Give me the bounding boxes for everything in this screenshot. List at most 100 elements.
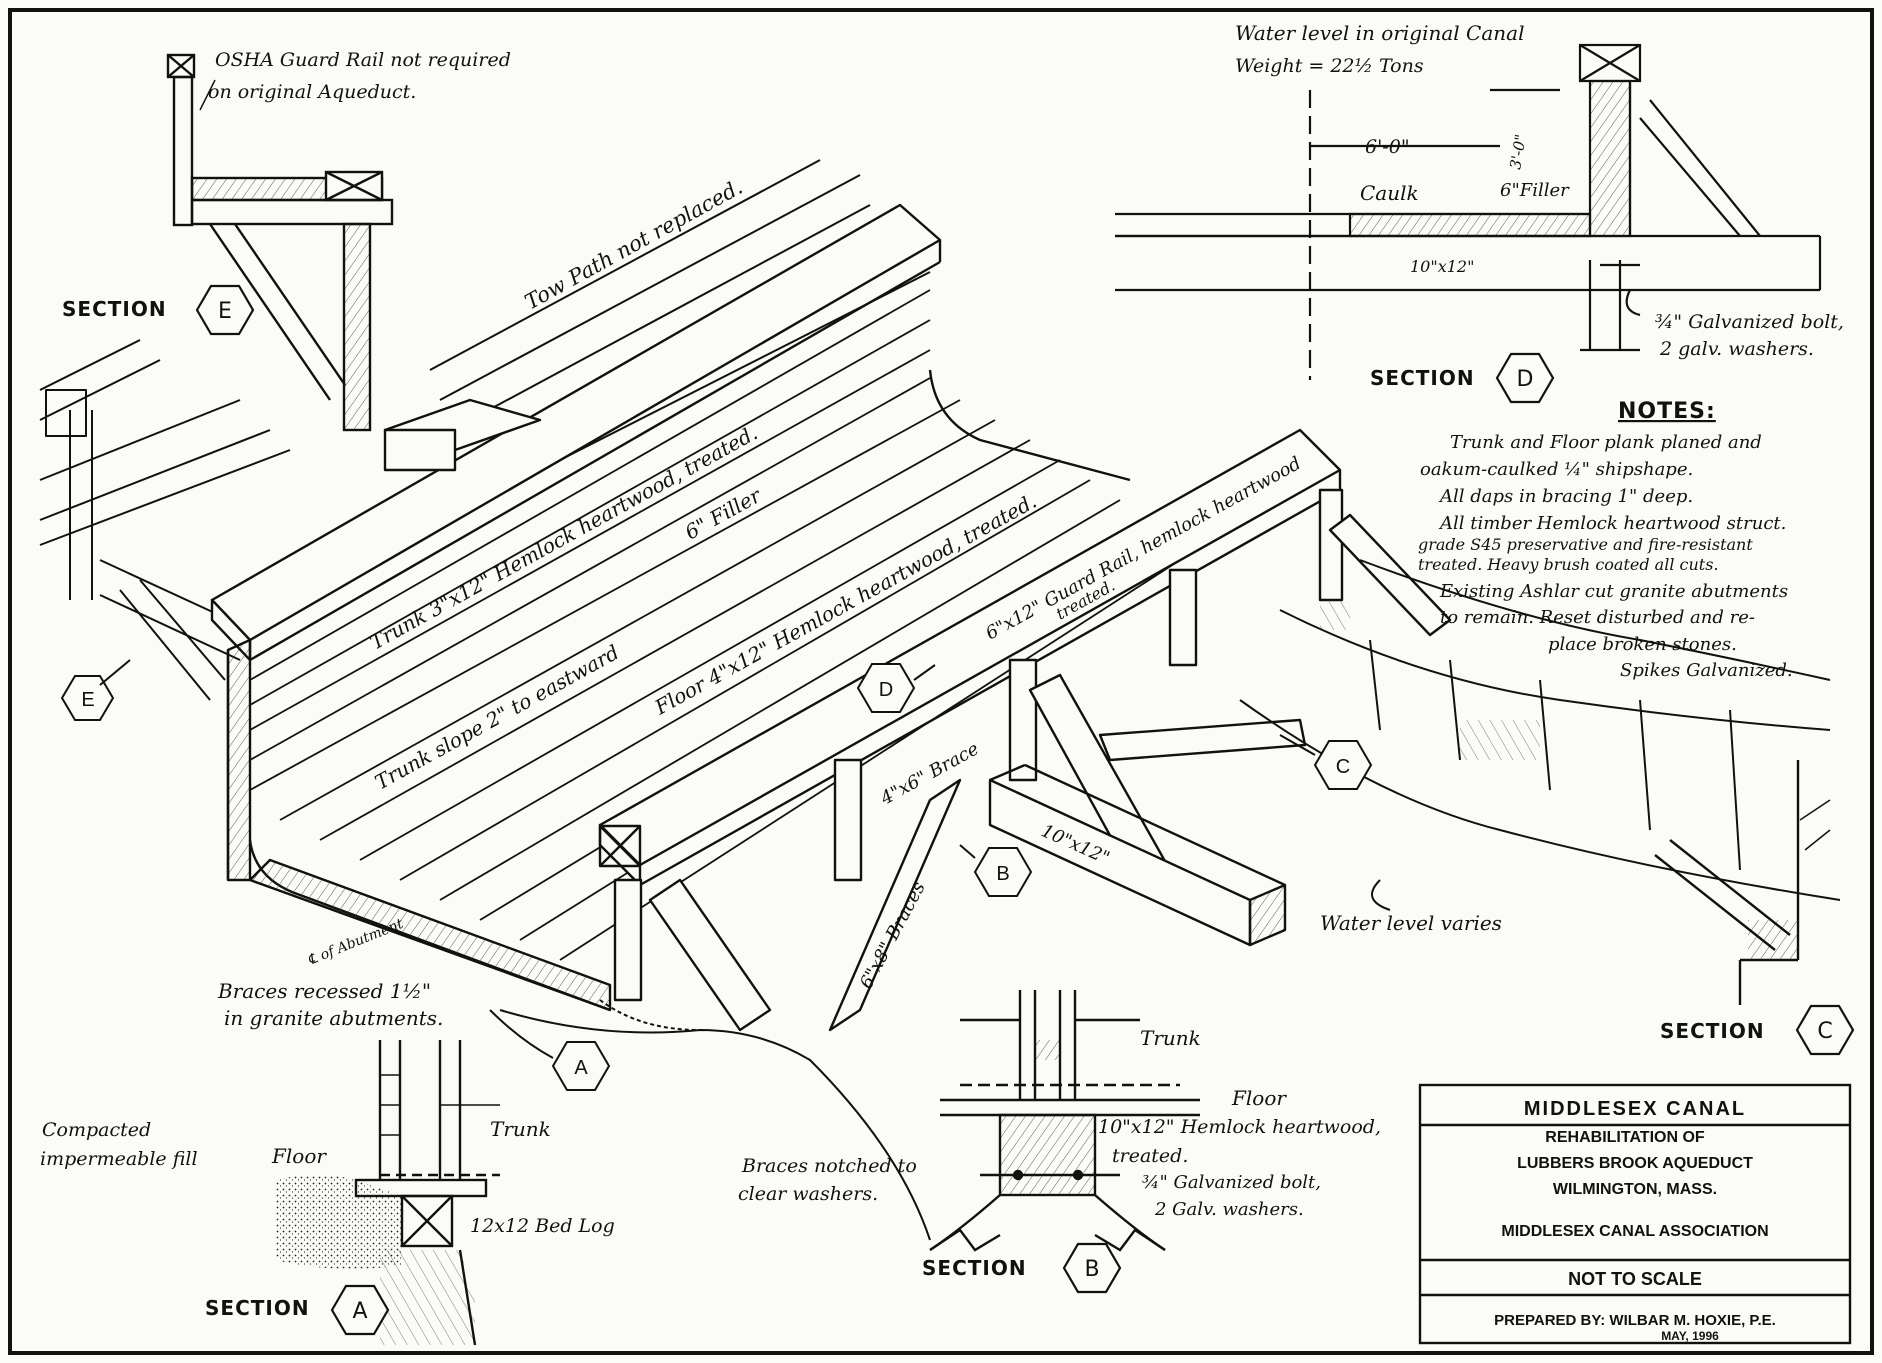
title-scale: NOT TO SCALE xyxy=(1568,1269,1702,1289)
cl-abutment-label: ℄ of Abutment xyxy=(306,916,406,969)
callout-e-main-letter: E xyxy=(81,689,94,711)
note-line-10: Spikes Galvanized. xyxy=(1620,660,1793,681)
compacted-line1: Compacted xyxy=(42,1119,151,1141)
sheet-border xyxy=(8,8,1874,1355)
section-d-letter: D xyxy=(1517,367,1534,392)
back-guard-rail xyxy=(210,203,942,662)
osha-note-line2: on original Aqueduct. xyxy=(208,81,416,103)
title-location: WILMINGTON, MASS. xyxy=(1553,1181,1717,1198)
callout-c-main-letter: C xyxy=(1336,756,1350,778)
water-level-line1: Water level in original Canal xyxy=(1235,21,1524,45)
section-b-detail xyxy=(929,990,1200,1252)
section-d-word: SECTION xyxy=(1370,366,1475,390)
note-line-7: Existing Ashlar cut granite abutments xyxy=(1439,581,1788,602)
floor-b-label: Floor xyxy=(1231,1086,1287,1110)
title-org: MIDDLESEX CANAL xyxy=(1524,1098,1746,1120)
callout-a-main-letter: A xyxy=(574,1057,588,1079)
caulk-label: Caulk xyxy=(1360,181,1419,205)
note-line-3: All daps in bracing 1" deep. xyxy=(1438,486,1693,507)
notched-line2: clear washers. xyxy=(738,1183,878,1205)
hemlock-b-line1: 10"x12" Hemlock heartwood, xyxy=(1098,1116,1381,1138)
osha-note-line1: OSHA Guard Rail not required xyxy=(215,49,511,71)
dim-6ft: 6'-0" xyxy=(1365,136,1410,158)
note-line-9: place broken stones. xyxy=(1548,634,1737,655)
callout-d-main xyxy=(856,663,916,713)
section-d-labels: Water level in original Canal Weight = 2… xyxy=(1235,21,1844,404)
note-line-4: All timber Hemlock heartwood struct. xyxy=(1438,513,1786,534)
beam-10x12-d: 10"x12" xyxy=(1410,257,1474,276)
title-date: MAY, 1996 xyxy=(1661,1329,1719,1343)
water-level-line2: Weight = 22½ Tons xyxy=(1235,55,1424,77)
tow-path-label: Tow Path not replaced. xyxy=(521,175,747,315)
section-c-label: SECTION C xyxy=(1660,1004,1855,1056)
trunk-a-label: Trunk xyxy=(490,1117,551,1141)
callout-a-main xyxy=(551,1041,611,1091)
trunk-slope-label: Trunk slope 2" to eastward xyxy=(371,640,623,794)
trunk-left-end xyxy=(226,638,612,1012)
section-b-labels: Trunk Floor 10"x12" Hemlock heartwood, t… xyxy=(738,1026,1381,1294)
section-a-labels: Compacted impermeable fill Floor Trunk 1… xyxy=(40,1117,615,1336)
callout-e-main xyxy=(60,675,115,721)
note-line-5: grade S45 preservative and fire-resistan… xyxy=(1418,535,1753,554)
notched-line1: Braces notched to xyxy=(741,1155,917,1177)
hemlock-b-line2: treated. xyxy=(1112,1145,1188,1167)
dim-3ft: 3'-0" xyxy=(1506,133,1530,171)
bottom-beam-10x12 xyxy=(988,718,1307,947)
diagonal-braces xyxy=(648,513,1452,1032)
section-c-word: SECTION xyxy=(1660,1019,1765,1043)
bolt-b-line2: 2 Galv. washers. xyxy=(1154,1199,1304,1220)
section-b-letter: B xyxy=(1084,1257,1099,1282)
section-b-word: SECTION xyxy=(922,1256,1027,1280)
callout-b-main xyxy=(973,847,1033,897)
section-c-hexagon xyxy=(1795,1004,1855,1056)
filler-6in-d: 6"Filler xyxy=(1500,180,1570,201)
notes-title: NOTES: xyxy=(1618,399,1716,424)
front-posts xyxy=(613,488,1344,1002)
water-level-varies-label: Water level varies xyxy=(1320,911,1502,935)
bed-log-label: 12x12 Bed Log xyxy=(470,1215,615,1237)
section-a-hexagon xyxy=(330,1284,390,1336)
bolt-b-line1: ¾" Galvanized bolt, xyxy=(1142,1172,1321,1193)
back-cross-block xyxy=(383,398,542,472)
title-association: MIDDLESEX CANAL ASSOCIATION xyxy=(1501,1223,1768,1240)
section-a-word: SECTION xyxy=(205,1296,310,1320)
section-b-hexagon xyxy=(1062,1242,1122,1294)
callout-b-main-letter: B xyxy=(996,863,1009,885)
bolt-d-line1: ¾" Galvanized bolt, xyxy=(1655,311,1844,333)
section-e-word: SECTION xyxy=(62,297,167,321)
section-a-detail xyxy=(275,1040,500,1346)
title-project: LUBBERS BROOK AQUEDUCT xyxy=(1517,1155,1753,1172)
section-c-letter: C xyxy=(1817,1019,1832,1044)
left-walkway xyxy=(39,339,291,701)
callout-c-main xyxy=(1313,740,1373,790)
guard-rail-label: 6"x12" Guard Rail, hemlock heartwood xyxy=(982,453,1304,644)
section-d-detail xyxy=(1115,43,1822,380)
title-rehab: REHABILITATION OF xyxy=(1545,1129,1705,1146)
notes-block: NOTES: Trunk and Floor plank planed and … xyxy=(1418,399,1793,681)
floor-a-label: Floor xyxy=(271,1144,327,1168)
note-line-6: treated. Heavy brush coated all cuts. xyxy=(1418,555,1719,574)
main-view-callouts xyxy=(60,659,1391,1091)
note-line-8: to remain. Reset disturbed and re- xyxy=(1440,607,1755,628)
section-c-detail xyxy=(1654,760,1831,1005)
trunk-corner-curve xyxy=(928,369,1131,482)
section-e-detail xyxy=(166,53,394,432)
note-line-2: oakum-caulked ¼" shipshape. xyxy=(1420,459,1693,480)
back-trunk-wall xyxy=(249,289,931,761)
compacted-line2: impermeable fill xyxy=(40,1148,198,1170)
section-a-letter: A xyxy=(352,1299,367,1324)
main-callout-letters: E D B C A xyxy=(81,679,1350,1079)
title-block-text: MIDDLESEX CANAL REHABILITATION OF LUBBER… xyxy=(1494,1098,1776,1343)
braces-recessed-line1: Braces recessed 1½" xyxy=(217,979,431,1003)
isometric-aqueduct-view xyxy=(39,159,1841,1241)
trunk-b-label: Trunk xyxy=(1140,1026,1201,1050)
section-e-letter: E xyxy=(218,299,232,324)
braces-recessed-line2: in granite abutments. xyxy=(224,1006,443,1030)
section-e-label: SECTION E xyxy=(62,284,255,336)
title-block xyxy=(1418,1083,1852,1345)
callout-d-main-letter: D xyxy=(879,679,893,701)
section-e-hexagon xyxy=(195,284,255,336)
title-prepared: PREPARED BY: WILBAR M. HOXIE, P.E. xyxy=(1494,1312,1776,1329)
